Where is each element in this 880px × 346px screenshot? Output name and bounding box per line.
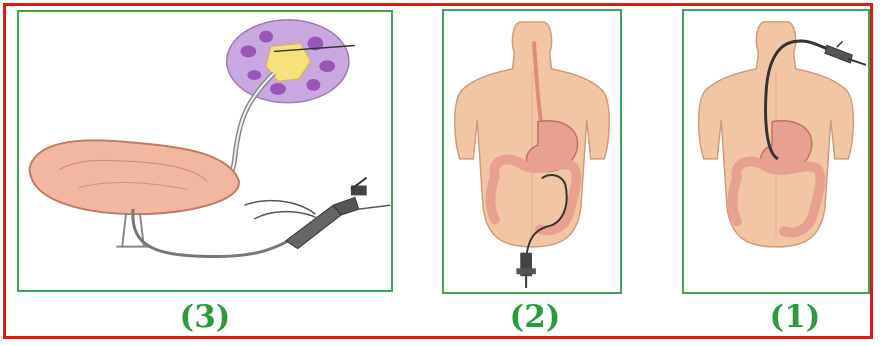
panel-1 — [682, 9, 870, 294]
panel-2-caption: (2) — [480, 302, 590, 333]
lower-scope-handle-icon — [516, 253, 536, 288]
panel-1-caption: (1) — [740, 302, 850, 333]
panel-3-caption: (3) — [150, 302, 260, 333]
kidney-bladder-catheter-illustration — [19, 12, 391, 290]
torso-icon — [455, 22, 609, 247]
torso-lower-endoscopy-illustration — [444, 11, 620, 292]
catheter-tube — [133, 209, 296, 256]
bladder-icon — [30, 140, 239, 214]
upper-scope-handle-icon — [825, 41, 866, 64]
panel-2 — [442, 9, 622, 294]
torso-upper-endoscopy-illustration — [684, 11, 868, 292]
cystoscope-icon — [244, 178, 390, 249]
colon-icon-left — [490, 176, 494, 219]
panel-3 — [17, 10, 393, 292]
colon-icon-left — [732, 178, 736, 221]
